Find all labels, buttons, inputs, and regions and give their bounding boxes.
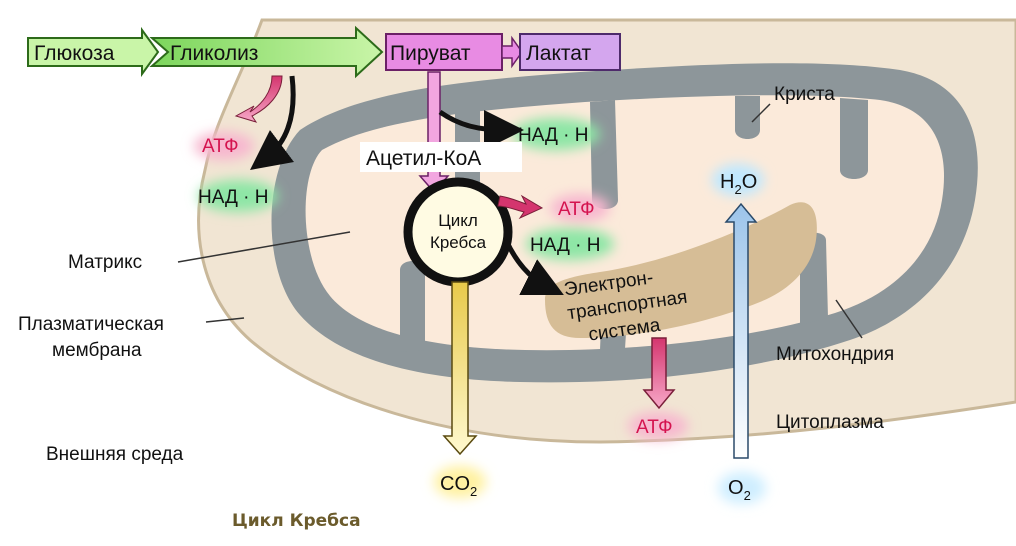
co2-label: CO2	[440, 473, 477, 499]
krebs-etc-arrow	[503, 238, 564, 295]
etc-atp-arrow	[642, 337, 676, 410]
co2-arrow	[442, 281, 478, 456]
plasma-membrane-label-1: Плазматическая	[18, 314, 164, 335]
acetyl-coa-label: Ацетил-КоА	[366, 147, 481, 170]
matrix-label: Матрикс	[68, 252, 142, 273]
atp-label-krebs: АТФ	[558, 199, 595, 220]
plasma-membrane-label-2: мембрана	[52, 340, 142, 361]
leader-lines	[177, 103, 863, 339]
krebs-label-2: Кребса	[430, 233, 487, 252]
nadh-label-krebs: НАД · Н	[530, 235, 601, 256]
pyruvate-to-lactate-arrow	[501, 35, 523, 69]
glycolysis-nadh-arrow	[250, 75, 296, 171]
glycolysis-atp-arrow	[234, 75, 283, 123]
mitochondrion-label: Митохондрия	[776, 344, 894, 365]
o2-arrow	[724, 202, 758, 459]
nadh-label-glycolysis: НАД · Н	[198, 187, 269, 208]
pyruvate-label: Пируват	[390, 42, 471, 65]
glycolysis-label: Гликолиз	[170, 42, 258, 65]
lactate-label: Лактат	[526, 42, 591, 65]
krebs-label-1: Цикл	[438, 211, 478, 230]
atp-label-etc: АТФ	[636, 417, 673, 438]
caption: Цикл Кребса	[232, 511, 361, 531]
glycolysis-arrow	[149, 25, 384, 79]
crista-label: Криста	[774, 84, 835, 105]
glucose-arrow	[27, 26, 160, 78]
lactate-box	[519, 33, 621, 71]
acetyl-coa-box	[360, 142, 522, 172]
cytoplasm-label: Цитоплазма	[776, 412, 884, 433]
krebs-cycle-circle	[403, 177, 513, 287]
external-label: Внешняя среда	[46, 444, 184, 465]
krebs-atp-arrow	[497, 194, 544, 220]
nadh-label-pyruvate: НАД · Н	[518, 125, 589, 146]
h2o-label: H2O	[720, 171, 757, 197]
o2-label: O2	[728, 477, 751, 503]
pyruvate-nadh-arrow	[438, 109, 524, 150]
glows	[194, 118, 766, 504]
etc-region	[545, 202, 817, 338]
atp-label-glycolysis: АТФ	[202, 136, 239, 157]
glucose-label: Глюкоза	[34, 42, 115, 65]
